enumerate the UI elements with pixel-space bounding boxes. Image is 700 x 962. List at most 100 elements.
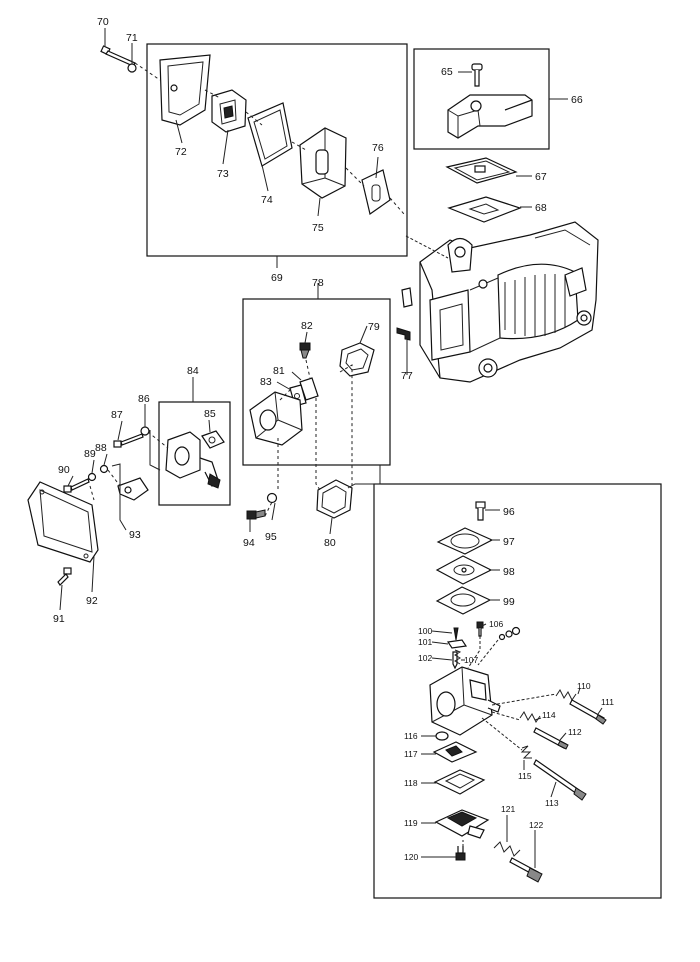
part-91-screw xyxy=(57,567,72,586)
part-77-clip xyxy=(396,327,411,341)
callout-66: 66 xyxy=(571,94,583,106)
callout-65: 65 xyxy=(441,66,453,78)
callout-73: 73 xyxy=(217,168,229,180)
part-67-cover-plate xyxy=(445,157,518,184)
callout-120: 120 xyxy=(404,852,418,862)
callout-111: 111 xyxy=(601,697,614,707)
callout-75: 75 xyxy=(312,222,324,234)
callout-labels: 70 71 72 73 74 75 76 69 65 66 67 68 77 7… xyxy=(53,16,614,862)
part-85-gasket xyxy=(201,430,225,449)
callout-106: 106 xyxy=(489,619,503,629)
group-box-carburetor-detail xyxy=(373,483,662,899)
part-114-spring xyxy=(519,711,541,723)
part-119-pump-cover xyxy=(434,809,490,839)
callout-95: 95 xyxy=(265,531,277,543)
callout-118: 118 xyxy=(404,778,418,788)
callout-100: 100 xyxy=(418,626,432,636)
part-78-cylinder-block xyxy=(249,391,303,446)
callout-67: 67 xyxy=(535,171,547,183)
part-122-screw xyxy=(509,857,543,883)
part-97-diaphragm-cover xyxy=(436,527,494,555)
group-box-84 xyxy=(158,401,231,506)
callout-107: 107 xyxy=(464,655,478,665)
callout-97: 97 xyxy=(503,536,515,548)
part-66-bracket xyxy=(447,94,533,139)
callout-110: 110 xyxy=(577,681,591,691)
part-68-gasket xyxy=(447,196,522,223)
callout-88: 88 xyxy=(95,442,107,454)
part-86-washer xyxy=(140,426,150,436)
callout-91: 91 xyxy=(53,613,65,625)
part-73-filter-element xyxy=(211,89,247,133)
callout-89: 89 xyxy=(84,448,96,460)
carburetor-body xyxy=(429,666,501,736)
callout-84: 84 xyxy=(187,365,199,377)
callout-69: 69 xyxy=(271,272,283,284)
callout-82: 82 xyxy=(301,320,313,332)
part-115-spring xyxy=(520,745,532,759)
callout-79: 79 xyxy=(368,321,380,333)
leader-lines xyxy=(59,28,603,868)
part-110-spring xyxy=(555,689,577,701)
part-116-cap xyxy=(435,731,449,741)
callout-83: 83 xyxy=(260,376,272,388)
callout-94: 94 xyxy=(243,537,255,549)
part-118-plate xyxy=(433,769,486,795)
callout-80: 80 xyxy=(324,537,336,549)
part-70-screw xyxy=(100,45,136,67)
part-99-gasket xyxy=(435,586,492,615)
part-80-large-gasket xyxy=(316,479,353,519)
callout-71: 71 xyxy=(126,32,138,44)
part-95-washer xyxy=(266,492,278,504)
callout-119: 119 xyxy=(404,818,418,828)
callout-122: 122 xyxy=(529,820,543,830)
part-107-spring xyxy=(454,649,462,665)
part-74-gasket xyxy=(247,102,293,167)
part-71-washer xyxy=(127,63,137,73)
part-96-screw xyxy=(475,501,486,521)
part-112-needle xyxy=(533,727,569,750)
crankcase-body xyxy=(401,221,599,383)
part-121-spring xyxy=(493,841,521,857)
part-111-needle xyxy=(569,699,607,725)
callout-99: 99 xyxy=(503,596,515,608)
callout-72: 72 xyxy=(175,146,187,158)
callout-112: 112 xyxy=(568,727,582,737)
part-84-carburetor xyxy=(165,431,221,489)
small-fittings xyxy=(498,626,521,641)
part-75-insulator xyxy=(299,127,347,199)
part-65-screw xyxy=(471,63,483,87)
callout-81: 81 xyxy=(273,365,285,377)
part-98-diaphragm xyxy=(435,555,493,585)
callout-115: 115 xyxy=(518,771,532,781)
part-113-shaft xyxy=(533,759,587,801)
callout-78: 78 xyxy=(312,277,324,289)
part-106-screw xyxy=(476,621,484,637)
part-92-cover-plate xyxy=(27,481,99,563)
part-76-thin-gasket xyxy=(361,169,391,215)
part-93-bracket xyxy=(117,477,149,501)
part-89-washer xyxy=(87,472,97,482)
callout-96: 96 xyxy=(503,506,515,518)
callout-117: 117 xyxy=(404,749,418,759)
callout-102: 102 xyxy=(418,653,432,663)
callout-76: 76 xyxy=(372,142,384,154)
part-94-bolt xyxy=(246,509,266,520)
callout-92: 92 xyxy=(86,595,98,607)
part-82-bolt xyxy=(299,342,311,359)
part-117-gasket xyxy=(432,741,478,763)
part-90-screw xyxy=(63,478,90,493)
callout-68: 68 xyxy=(535,202,547,214)
callout-93: 93 xyxy=(129,529,141,541)
part-87-screw xyxy=(113,433,144,448)
callout-86: 86 xyxy=(138,393,150,405)
part-100-pin xyxy=(453,627,459,641)
callout-87: 87 xyxy=(111,409,123,421)
callout-70: 70 xyxy=(97,16,109,28)
callout-101: 101 xyxy=(418,637,432,647)
part-120-screw xyxy=(455,846,466,861)
part-79-gasket xyxy=(339,342,375,377)
callout-90: 90 xyxy=(58,464,70,476)
part-72-filter-housing xyxy=(159,54,211,126)
